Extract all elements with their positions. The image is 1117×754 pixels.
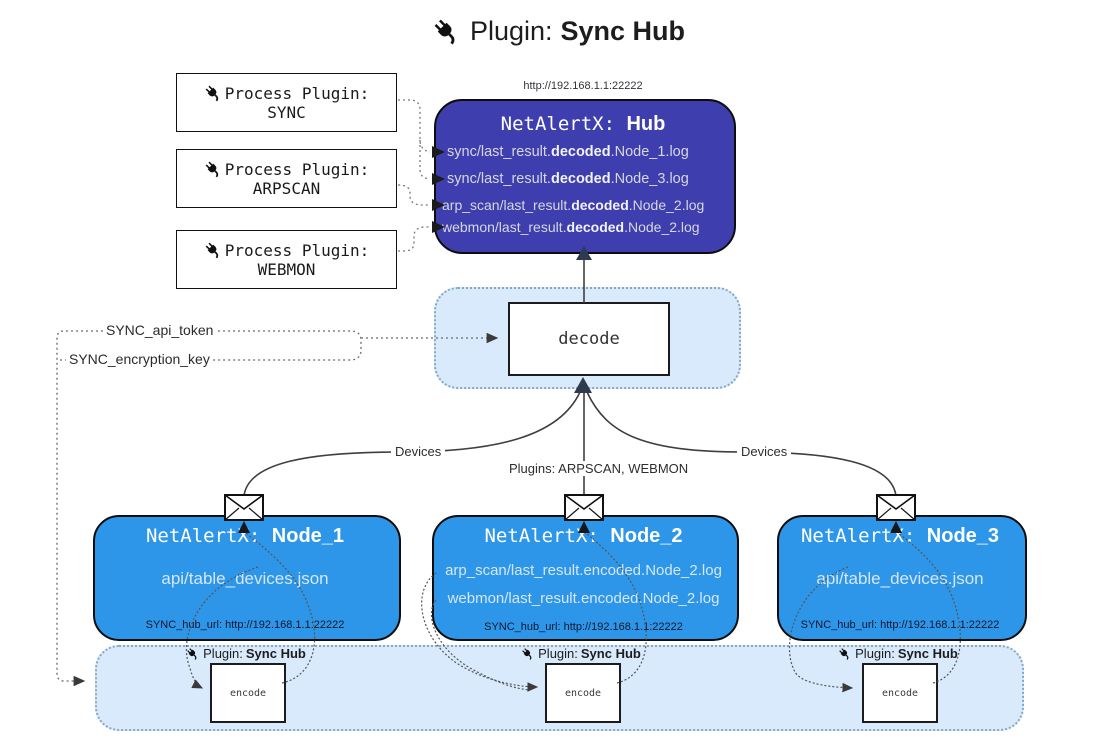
node-name: Node_2 bbox=[610, 525, 683, 547]
hub-brand: NetAlertX: bbox=[500, 113, 627, 135]
log-post: .Node_2.log bbox=[624, 219, 700, 235]
log-post: .Node_1.log bbox=[610, 144, 689, 160]
node-brand: NetAlertX: bbox=[800, 525, 927, 547]
encode1-box: encode bbox=[210, 663, 286, 723]
edge-label-plugins: Plugins: ARPSCAN, WEBMON bbox=[505, 461, 693, 476]
plugin-name: Sync Hub bbox=[245, 646, 306, 661]
hub-log-line: sync/last_result.decoded.Node_1.log bbox=[447, 144, 689, 160]
process-plugin-name: ARPSCAN bbox=[252, 178, 321, 198]
log-post: .Node_2.log bbox=[628, 197, 705, 213]
process-plugin-webmon: Process Plugin: WEBMON bbox=[176, 230, 397, 289]
title-name: Sync Hub bbox=[560, 16, 686, 46]
hub-log-line: sync/last_result.decoded.Node_3.log bbox=[447, 171, 689, 187]
encoder3-plugin-label: Plugin: Sync Hub bbox=[798, 646, 998, 661]
plug-icon bbox=[838, 647, 852, 661]
log-pre: sync/last_result. bbox=[447, 171, 551, 187]
node3-hub-url: SYNC_hub_url: http://192.168.1.1:22222 bbox=[800, 619, 1000, 631]
encode2-box: encode bbox=[545, 663, 621, 723]
hub-log-line: webmon/last_result.decoded.Node_2.log bbox=[442, 219, 700, 235]
hub-url: http://192.168.1.1:22222 bbox=[523, 80, 643, 92]
process-plugin-name: SYNC bbox=[267, 102, 306, 122]
envelope-icon bbox=[876, 494, 916, 521]
log-bold: decoded bbox=[550, 144, 611, 160]
decode-box: decode bbox=[508, 302, 670, 376]
log-pre: arp_scan/last_result. bbox=[442, 197, 572, 213]
sync-encryption-key-label: SYNC_encryption_key bbox=[66, 351, 213, 367]
node1-hub-url: SYNC_hub_url: http://192.168.1.1:22222 bbox=[145, 619, 345, 631]
plugin-prefix: Plugin: bbox=[855, 646, 895, 661]
process-plugin-label: Process Plugin: bbox=[224, 83, 370, 103]
hub-box bbox=[434, 99, 736, 254]
encoder1-plugin-label: Plugin: Sync Hub bbox=[146, 646, 346, 661]
log-pre: sync/last_result. bbox=[447, 144, 551, 160]
plug-icon bbox=[204, 84, 223, 103]
node1-title: NetAlertX: Node_1 bbox=[93, 525, 397, 548]
node3-title: NetAlertX: Node_3 bbox=[777, 525, 1023, 548]
process-plugin-label: Process Plugin: bbox=[224, 240, 370, 260]
sync-api-token-label: SYNC_api_token bbox=[103, 322, 217, 338]
node2-file: webmon/last_result.encoded.Node_2.log bbox=[447, 590, 720, 607]
hub-name: Hub bbox=[626, 113, 666, 135]
process-plugin-sync: Process Plugin: SYNC bbox=[176, 73, 397, 132]
node3-file: api/table_devices.json bbox=[816, 569, 984, 588]
plugin-name: Sync Hub bbox=[897, 646, 958, 661]
envelope-icon bbox=[564, 494, 604, 521]
title-prefix: Plugin: bbox=[469, 16, 553, 46]
node2-file: arp_scan/last_result.encoded.Node_2.log bbox=[445, 562, 722, 579]
process-plugin-label: Process Plugin: bbox=[224, 159, 370, 179]
log-post: .Node_3.log bbox=[610, 171, 689, 187]
plug-icon bbox=[186, 647, 200, 661]
log-bold: decoded bbox=[571, 197, 629, 213]
node-name: Node_1 bbox=[271, 525, 345, 547]
plugin-prefix: Plugin: bbox=[538, 646, 578, 661]
log-bold: decoded bbox=[566, 219, 625, 235]
page-title: Plugin: Sync Hub bbox=[0, 16, 1117, 47]
envelope-icon bbox=[224, 494, 264, 521]
process-plugin-name: WEBMON bbox=[257, 259, 316, 279]
node-brand: NetAlertX: bbox=[145, 525, 272, 547]
node2-title: NetAlertX: Node_2 bbox=[432, 525, 735, 548]
plug-icon bbox=[204, 241, 223, 260]
hub-title: NetAlertX: Hub bbox=[434, 113, 732, 136]
plugin-name: Sync Hub bbox=[580, 646, 641, 661]
log-bold: decoded bbox=[550, 171, 611, 187]
node1-file: api/table_devices.json bbox=[161, 569, 329, 588]
edge-label-devices-right: Devices bbox=[737, 444, 792, 459]
hub-log-line: arp_scan/last_result.decoded.Node_2.log bbox=[442, 197, 704, 213]
node2-hub-url: SYNC_hub_url: http://192.168.1.1:22222 bbox=[484, 621, 683, 633]
process-plugin-arpscan: Process Plugin: ARPSCAN bbox=[176, 149, 397, 208]
plugin-prefix: Plugin: bbox=[203, 646, 243, 661]
encode3-box: encode bbox=[862, 663, 938, 723]
edge-label-devices-left: Devices bbox=[391, 444, 446, 459]
node-brand: NetAlertX: bbox=[484, 525, 611, 547]
node-name: Node_3 bbox=[926, 525, 1000, 547]
plug-icon bbox=[204, 160, 223, 179]
plug-icon bbox=[521, 647, 535, 661]
plugin-hub-connectors bbox=[397, 99, 431, 252]
plug-icon bbox=[432, 17, 462, 47]
log-pre: webmon/last_result. bbox=[442, 219, 567, 235]
encoder2-plugin-label: Plugin: Sync Hub bbox=[481, 646, 681, 661]
